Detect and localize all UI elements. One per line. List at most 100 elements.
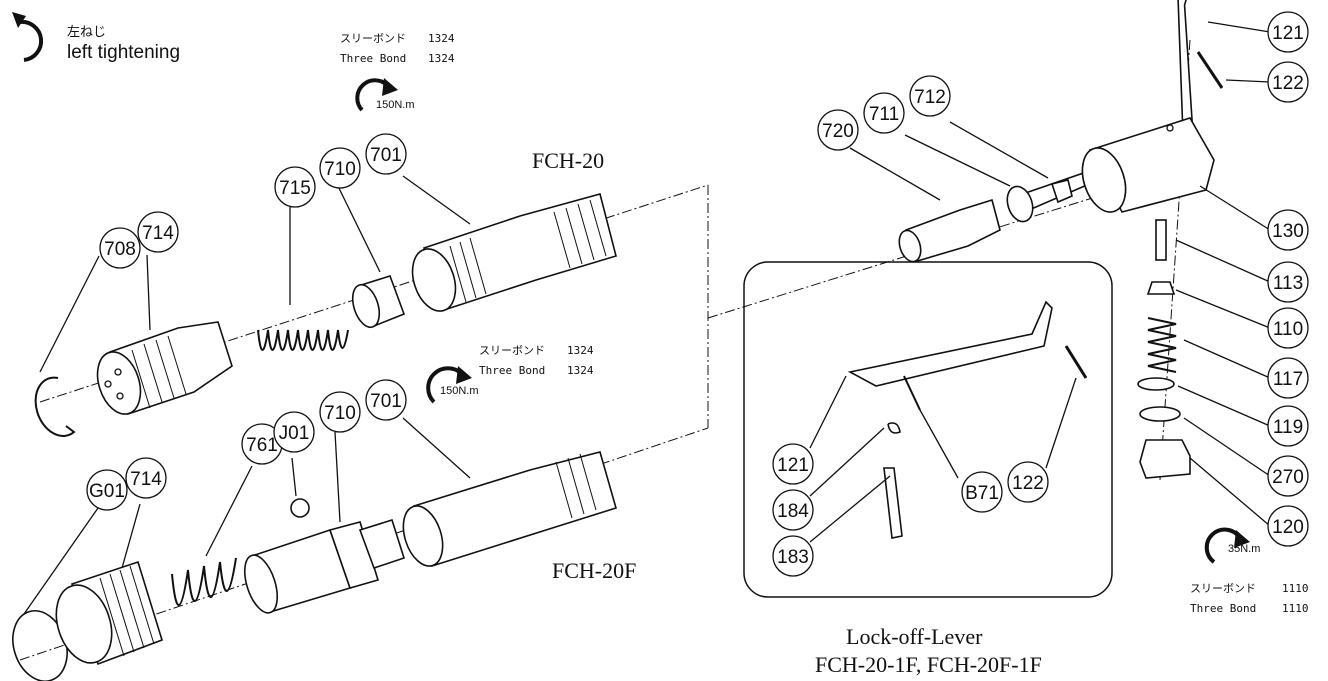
svg-text:708: 708 (104, 239, 136, 260)
part-number-720: 720 (817, 109, 859, 151)
part-number-183: 183 (772, 535, 814, 577)
inlet-nut-part (1139, 439, 1191, 479)
threebond-jp-label: スリーボンド (340, 32, 406, 45)
svg-text:701: 701 (370, 391, 402, 412)
torque-value: 150N.m (440, 385, 479, 397)
lock-off-lever-inset: Lock-off-Lever FCH-20-1F, FCH-20F-1F (743, 261, 1113, 677)
valve-spring-part (1147, 317, 1177, 373)
part-number-130: 130 (1267, 209, 1309, 251)
part-number-122: 122 (1267, 61, 1309, 103)
threebond-jp-label: スリーボンド (479, 344, 545, 357)
model-label-fch-20f: FCH-20F (552, 558, 636, 583)
threebond-en-label: Three Bond (479, 364, 545, 377)
seal-part (1139, 406, 1181, 422)
threebond-en-value: 1324 (567, 364, 594, 377)
svg-text:G01: G01 (89, 481, 125, 502)
threebond-en-label: Three Bond (1190, 602, 1256, 615)
part-number-121-inset: 121 (772, 443, 814, 485)
threebond-en-value: 1110 (1282, 602, 1309, 615)
valve-seat-part (1050, 179, 1073, 204)
svg-text:720: 720 (822, 121, 854, 142)
svg-text:270: 270 (1272, 467, 1304, 488)
part-number-711: 711 (863, 92, 905, 134)
part-number-119: 119 (1267, 405, 1309, 447)
inset-spring-pin-part (903, 375, 921, 411)
lock-off-lever-part (847, 300, 1053, 387)
svg-text:761: 761 (246, 435, 278, 456)
svg-text:110: 110 (1273, 319, 1303, 340)
spring-part (171, 557, 237, 606)
arrowhead-icon (1234, 530, 1250, 548)
part-number-710-lower: 710 (319, 391, 361, 433)
lock-plate-part (883, 467, 903, 539)
part-number-701-lower: 701 (365, 379, 407, 421)
part-number-j01: J01 (273, 411, 315, 453)
knurled-sleeve-part (55, 560, 163, 666)
inset-caption-title: Lock-off-Lever (846, 624, 983, 649)
part-number-120: 120 (1267, 505, 1309, 547)
left-tightening-jp: 左ねじ (67, 24, 106, 39)
valve-stem-part (1155, 219, 1167, 261)
torque-value: 35N.m (1228, 543, 1260, 555)
svg-text:117: 117 (1273, 369, 1303, 390)
part-number-113: 113 (1267, 261, 1309, 303)
svg-text:122: 122 (1272, 73, 1304, 94)
arrowhead-icon (382, 78, 398, 96)
svg-text:710: 710 (324, 159, 356, 180)
chuck-body-part (243, 518, 405, 614)
svg-text:130: 130 (1272, 221, 1304, 242)
svg-text:121: 121 (1272, 23, 1304, 44)
spring-part (257, 329, 349, 351)
housing-part (411, 193, 617, 312)
washer-part (1137, 377, 1175, 391)
inset-pin-part (1064, 345, 1088, 379)
svg-text:120: 120 (1272, 517, 1304, 538)
ball-part (290, 498, 310, 518)
collet-nut-part (351, 275, 406, 329)
part-number-714-lower: 714 (125, 457, 167, 499)
part-number-708: 708 (99, 227, 141, 269)
o-ring-part (1006, 185, 1034, 223)
svg-text:184: 184 (777, 501, 809, 522)
part-number-117: 117 (1267, 357, 1309, 399)
svg-text:714: 714 (142, 223, 174, 244)
svg-text:701: 701 (370, 145, 402, 166)
part-number-715: 715 (274, 166, 316, 208)
leader-lines (23, 21, 1271, 615)
clockwise-torque-arrow-icon (355, 78, 390, 112)
torsion-spring-part (887, 422, 901, 434)
left-tightening-legend: 左ねじ left tightening (12, 12, 180, 63)
clockwise-torque-arrow-icon (426, 366, 464, 404)
svg-text:710: 710 (324, 403, 356, 424)
arrowhead-icon (12, 12, 26, 28)
threebond-jp-value: 1324 (428, 32, 455, 45)
svg-text:J01: J01 (279, 423, 310, 444)
centerline-handle (707, 179, 1151, 319)
chuck-sleeve-part (96, 321, 233, 416)
svg-text:715: 715 (279, 178, 311, 199)
inset-caption-models: FCH-20-1F, FCH-20F-1F (815, 652, 1042, 677)
svg-text:714: 714 (130, 469, 162, 490)
svg-text:712: 712 (914, 87, 946, 108)
upper-assembly (34, 193, 617, 437)
valve-part (898, 198, 1001, 264)
part-number-761: 761 (241, 423, 283, 465)
torque-note-upper: スリーボンド 1324 Three Bond 1324 150N.m (340, 32, 455, 112)
torque-note-middle: スリーボンド 1324 Three Bond 1324 150N.m (426, 344, 594, 404)
svg-text:711: 711 (869, 104, 899, 125)
torque-value: 150N.m (376, 99, 415, 111)
threebond-en-label: Three Bond (340, 52, 406, 65)
handle-assembly (898, 0, 1224, 479)
part-number-184: 184 (772, 489, 814, 531)
lever-pin-part (1196, 51, 1224, 89)
lower-assembly (12, 451, 617, 681)
svg-text:183: 183 (777, 547, 809, 568)
part-number-714: 714 (137, 211, 179, 253)
counterclockwise-arrow-icon (19, 19, 44, 62)
torque-note-lower-right: 35N.m スリーボンド 1110 Three Bond 1110 (1190, 527, 1309, 615)
svg-text:119: 119 (1273, 417, 1303, 438)
part-number-121: 121 (1267, 11, 1309, 53)
svg-text:113: 113 (1273, 273, 1303, 294)
part-number-712: 712 (909, 75, 951, 117)
